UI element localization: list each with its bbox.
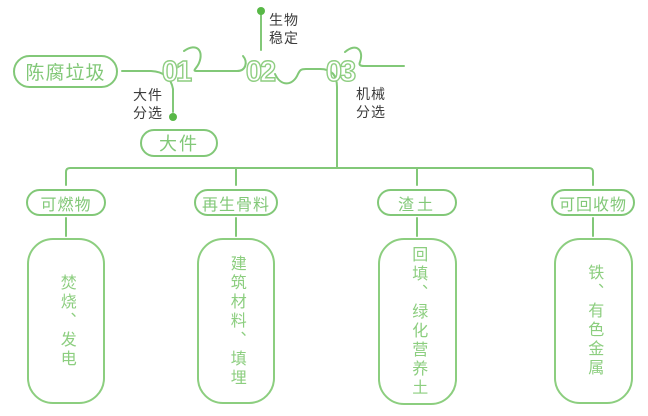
- bulky-branch-dot: [169, 113, 177, 121]
- category-node-recyclables: 可回收物: [551, 189, 635, 216]
- distribution-line: [65, 167, 594, 186]
- result-box-combustible: 焚烧、发电: [27, 238, 105, 404]
- connector-step3-tail: [344, 46, 405, 67]
- connector-step1-to-step2: [183, 46, 238, 72]
- step2-process-label: 生物 稳定: [269, 12, 299, 46]
- connector-step2-to-step3: [274, 68, 321, 85]
- result-box-slag-soil: 回填、绿化营养土: [378, 238, 457, 405]
- connector-step3-to-branch-line: [319, 68, 338, 169]
- bulky-output-node: 大件: [140, 129, 218, 157]
- step-number-1: 01: [162, 56, 192, 88]
- connector-source-to-step1: [121, 70, 174, 113]
- step-number-2: 02: [246, 56, 275, 88]
- bio-branch-dot: [257, 7, 265, 15]
- category-node-recycled-aggregate: 再生骨料: [194, 189, 278, 216]
- curl-before-step2: [236, 55, 247, 72]
- result-text-recyclables: 铁、有色金属: [585, 264, 603, 378]
- result-text-recycled-aggregate: 建筑材料、填埋: [227, 254, 245, 388]
- source-node: 陈腐垃圾: [13, 55, 118, 88]
- result-text-combustible: 焚烧、发电: [57, 273, 75, 369]
- category-node-combustible: 可燃物: [26, 189, 106, 216]
- step-number-3: 03: [326, 56, 356, 88]
- result-text-slag-soil: 回填、绿化营养土: [409, 245, 427, 398]
- category-node-slag-soil: 渣土: [377, 189, 457, 216]
- result-box-recycled-aggregate: 建筑材料、填埋: [197, 238, 275, 404]
- step1-process-label: 大件 分选: [133, 87, 163, 121]
- result-box-recyclables: 铁、有色金属: [554, 238, 633, 404]
- step3-process-label: 机械 分选: [356, 86, 386, 120]
